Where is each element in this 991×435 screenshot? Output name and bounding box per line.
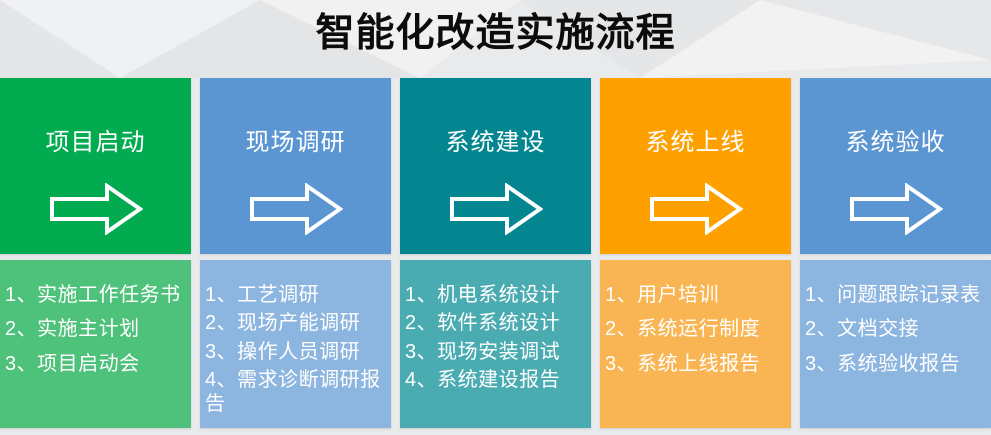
page-title: 智能化改造实施流程 [315, 12, 676, 55]
process-stage-system-construction: 系统建设 1、机电系统设计 2、软件系统设计 3、现场安装调试 4、系统建设报告 [400, 78, 591, 428]
process-stage-system-acceptance: 系统验收 1、问题跟踪记录表 2、文档交接 3、系统验收报告 [800, 78, 991, 428]
list-item: 3、系统上线报告 [605, 352, 761, 375]
list-item: 4、需求诊断调研报告 [205, 369, 381, 415]
right-arrow-icon [249, 183, 343, 235]
list-item: 3、现场安装调试 [405, 340, 561, 363]
process-stage-site-survey: 现场调研 1、工艺调研 2、现场产能调研 3、操作人员调研 4、需求诊断调研报告 [200, 78, 391, 428]
list-item: 4、系统建设报告 [405, 369, 561, 392]
stage-header: 系统上线 [600, 78, 791, 254]
stage-deliverables: 1、机电系统设计 2、软件系统设计 3、现场安装调试 4、系统建设报告 [400, 260, 591, 428]
process-columns: 项目启动 1、实施工作任务书 2、实施主计划 3、项目启动会 现场调研 1、工艺… [0, 78, 991, 428]
list-item: 1、工艺调研 [205, 284, 320, 306]
right-arrow-icon [849, 183, 943, 235]
list-item: 2、软件系统设计 [405, 312, 561, 335]
list-item: 1、实施工作任务书 [5, 284, 181, 306]
stage-title: 系统上线 [645, 129, 746, 156]
right-arrow-icon [649, 183, 743, 235]
list-item: 3、系统验收报告 [805, 352, 961, 375]
stage-deliverables: 1、实施工作任务书 2、实施主计划 3、项目启动会 [0, 260, 191, 428]
right-arrow-icon [49, 183, 143, 235]
stage-header: 系统建设 [400, 78, 591, 254]
process-stage-project-launch: 项目启动 1、实施工作任务书 2、实施主计划 3、项目启动会 [0, 78, 191, 428]
stage-header: 现场调研 [200, 78, 391, 254]
stage-deliverables: 1、问题跟踪记录表 2、文档交接 3、系统验收报告 [800, 260, 991, 428]
stage-title: 项目启动 [45, 129, 146, 156]
right-arrow-icon [449, 183, 543, 235]
list-item: 2、现场产能调研 [205, 312, 361, 335]
list-item: 3、项目启动会 [5, 352, 140, 375]
stage-title: 现场调研 [245, 129, 346, 156]
list-item: 2、实施主计划 [5, 318, 140, 341]
stage-deliverables: 1、工艺调研 2、现场产能调研 3、操作人员调研 4、需求诊断调研报告 [200, 260, 391, 428]
list-item: 2、系统运行制度 [605, 318, 761, 341]
stage-title: 系统验收 [845, 129, 946, 156]
list-item: 1、用户培训 [605, 284, 720, 306]
process-stage-system-launch: 系统上线 1、用户培训 2、系统运行制度 3、系统上线报告 [600, 78, 791, 428]
list-item: 1、机电系统设计 [405, 284, 561, 306]
stage-title: 系统建设 [445, 129, 546, 156]
list-item: 2、文档交接 [805, 318, 920, 341]
stage-deliverables: 1、用户培训 2、系统运行制度 3、系统上线报告 [600, 260, 791, 428]
list-item: 3、操作人员调研 [205, 340, 361, 363]
list-item: 1、问题跟踪记录表 [805, 284, 981, 306]
stage-header: 系统验收 [800, 78, 991, 254]
stage-header: 项目启动 [0, 78, 191, 254]
